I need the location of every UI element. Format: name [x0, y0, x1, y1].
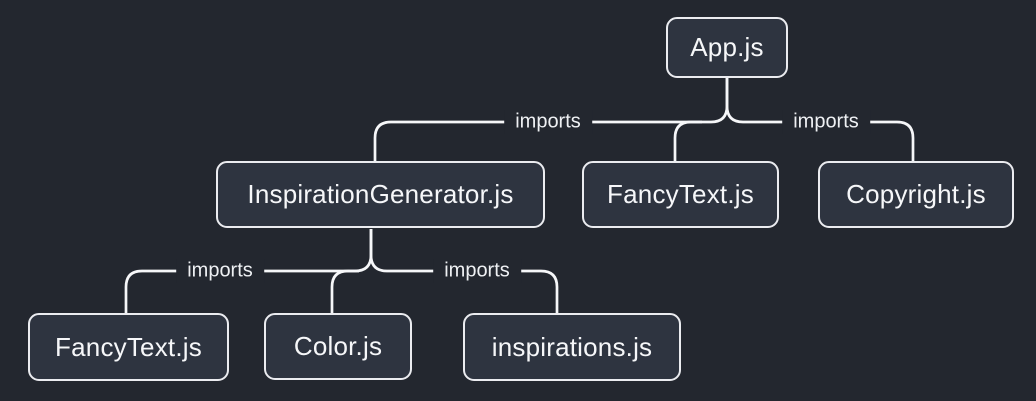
node-inspirations-js: inspirations.js [463, 313, 681, 381]
edge-inspirationgenerator-to-color [330, 269, 359, 313]
node-fancytext-js-bottom: FancyText.js [28, 313, 229, 381]
node-label: Color.js [293, 331, 383, 361]
node-label: InspirationGenerator.js [247, 179, 514, 209]
node-label: Copyright.js [846, 179, 986, 209]
node-label: FancyText.js [607, 179, 754, 209]
node-label: FancyText.js [55, 331, 202, 362]
edge-label-imports: imports [504, 109, 592, 135]
node-app-js: App.js [666, 17, 788, 78]
edge-label-imports: imports [782, 109, 870, 135]
edge-app-to-fancytext [673, 120, 702, 161]
edge-label-imports: imports [176, 258, 264, 284]
node-label: inspirations.js [491, 331, 653, 362]
node-inspirationgenerator-js: InspirationGenerator.js [216, 161, 545, 228]
node-color-js: Color.js [264, 313, 412, 380]
node-fancytext-js-middle: FancyText.js [582, 161, 779, 228]
node-label: App.js [690, 32, 764, 62]
edge-label-imports: imports [433, 258, 521, 284]
node-copyright-js: Copyright.js [818, 161, 1014, 228]
